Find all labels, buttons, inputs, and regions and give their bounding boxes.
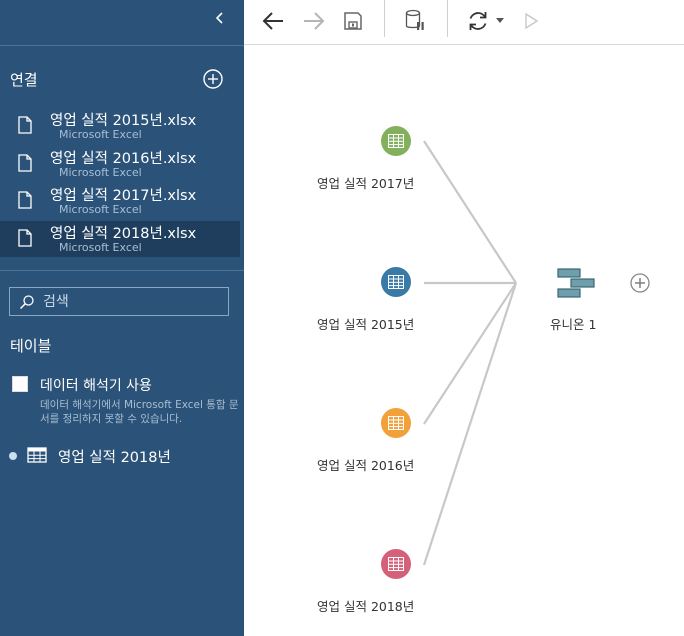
flow-canvas[interactable]: 영업 실적 2017년 영업 실적 2015년 영업 실적 2016년 [244,46,684,636]
search-input[interactable] [43,293,223,310]
undo-button[interactable] [260,8,286,34]
input-step-label: 영업 실적 2015년 [317,317,415,332]
redo-button[interactable] [301,8,327,34]
connection-list: 영업 실적 2015년.xlsx Microsoft Excel 영업 실적 2… [0,108,244,257]
file-icon [18,191,32,209]
caret-down-icon [496,18,504,23]
union-step-label: 유니온 1 [550,317,597,332]
input-step-label: 영업 실적 2018년 [317,599,415,614]
table-icon [27,447,47,463]
connection-name: 영업 실적 2015년.xlsx [50,113,197,129]
connection-item[interactable]: 영업 실적 2015년.xlsx Microsoft Excel [0,108,240,146]
collapse-sidebar-button[interactable] [210,8,230,28]
add-step-button[interactable] [630,273,650,293]
connection-item[interactable]: 영업 실적 2017년.xlsx Microsoft Excel [0,183,240,221]
pause-data-updates-button[interactable] [402,8,428,34]
connection-type: Microsoft Excel [59,240,142,254]
toolbar [244,0,684,45]
plus-circle-icon [630,273,650,293]
save-button[interactable] [340,8,366,34]
in-use-indicator [9,452,17,460]
connection-type: Microsoft Excel [59,203,142,216]
data-interpreter-description: 데이터 해석기에서 Microsoft Excel 통합 문서를 정리하지 못할… [40,399,239,425]
table-grid-icon [388,134,404,148]
connection-type: Microsoft Excel [59,165,142,179]
input-step-circle[interactable] [381,549,411,579]
connection-name: 영업 실적 2017년.xlsx [50,188,197,204]
file-icon [18,153,32,172]
divider [0,45,244,46]
refresh-dropdown-button[interactable] [493,8,507,34]
tables-title: 테이블 [10,337,52,355]
data-interpreter-checkbox[interactable] [12,376,28,392]
flow-connectors [422,140,518,566]
data-interpreter-label[interactable]: 데이터 해석기 사용 [40,378,152,394]
connector-line [423,140,517,284]
database-pause-icon [405,9,424,30]
connections-title: 연결 [10,71,38,89]
table-grid-icon [388,416,404,430]
plus-circle-icon [203,69,223,89]
table-item[interactable]: 영업 실적 2018년 [0,444,244,468]
table-grid-icon [388,275,404,289]
search-box[interactable] [9,287,229,316]
input-step-circle[interactable] [381,408,411,438]
search-icon [19,294,34,309]
connection-name: 영업 실적 2018년.xlsx [50,225,197,242]
file-icon [18,116,32,134]
union-icon[interactable] [557,267,595,301]
connector-line [423,282,517,425]
save-icon [344,12,362,30]
run-button[interactable] [518,8,544,34]
input-step-circle[interactable] [381,267,411,297]
chevron-left-icon [215,12,223,24]
sidebar: 연결 영업 실적 2015년.xlsx Microsoft Excel 영업 실… [0,0,244,636]
add-connection-button[interactable] [203,69,223,89]
refresh-button[interactable] [465,8,491,34]
refresh-icon [469,12,487,30]
connection-item-selected[interactable]: 영업 실적 2018년.xlsx Microsoft Excel [0,220,240,257]
connection-name: 영업 실적 2016년.xlsx [50,150,197,167]
table-grid-icon [388,557,404,571]
connection-type: Microsoft Excel [59,128,142,141]
input-step-label: 영업 실적 2016년 [317,458,415,473]
input-step-circle[interactable] [381,126,411,156]
play-icon [525,13,538,29]
table-name: 영업 실적 2018년 [58,450,171,466]
toolbar-divider [447,0,448,37]
connector-line [422,282,518,566]
input-step-label: 영업 실적 2017년 [317,176,415,191]
divider [0,270,244,271]
arrow-left-icon [262,12,283,30]
file-icon [18,228,32,247]
connection-item[interactable]: 영업 실적 2016년.xlsx Microsoft Excel [0,146,240,184]
toolbar-divider [384,0,385,37]
arrow-right-icon [304,12,325,30]
